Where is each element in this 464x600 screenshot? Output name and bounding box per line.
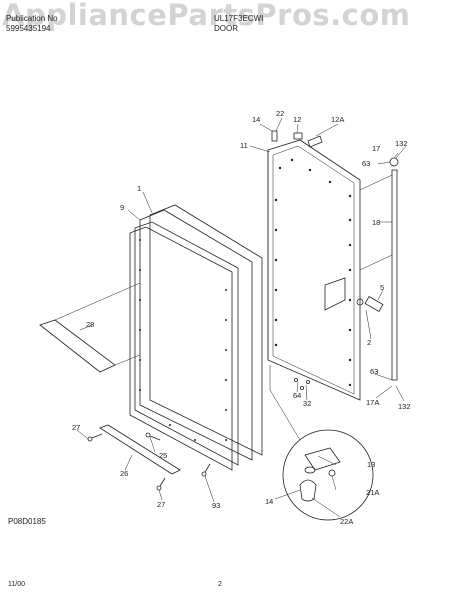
- callout-label: 17A: [366, 398, 379, 407]
- callout-label: 26: [120, 469, 128, 478]
- handle-bracket: [324, 277, 384, 313]
- callout-label: 63: [370, 367, 378, 376]
- callout-label: 32: [303, 399, 311, 408]
- callout-label: 22A: [340, 517, 353, 526]
- callout-label: 63: [362, 159, 370, 168]
- callout-label: 2: [367, 338, 371, 347]
- model-number: UL17F3ECWI: [214, 14, 264, 23]
- callout-label: 14: [265, 497, 273, 506]
- callout-label: 27: [157, 500, 165, 509]
- callout-label: 12A: [331, 115, 344, 124]
- callout-label: 21A: [366, 488, 379, 497]
- callout-label: 93: [212, 501, 220, 510]
- publication-label: Publication No: [6, 14, 58, 23]
- callout-label: 64: [293, 391, 301, 400]
- hinge-rod: [359, 169, 398, 381]
- figure-code: P08D0185: [8, 517, 46, 526]
- breaker-strip: [39, 282, 141, 373]
- callout-label: 13: [367, 460, 375, 469]
- callout-label: 17: [372, 144, 380, 153]
- callout-label: 28: [86, 320, 94, 329]
- callout-labels: 22 14 12 12A 11 17 132 63 1 9 18 28 5 2 …: [72, 109, 411, 526]
- footer-date: 11/00: [8, 581, 25, 588]
- callout-label: 12: [293, 115, 301, 124]
- callout-label: 22: [276, 109, 284, 118]
- screws: [87, 377, 310, 491]
- callout-label: 5: [380, 283, 384, 292]
- callout-label: 132: [395, 139, 408, 148]
- callout-label: 9: [120, 203, 124, 212]
- watermark-text: AppliancePartsPros.com: [2, 0, 411, 32]
- page-number: 2: [218, 581, 222, 588]
- callout-label: 18: [372, 218, 380, 227]
- callout-label: 1: [137, 184, 141, 193]
- outer-door-panel: [267, 139, 361, 401]
- publication-number: 5995435194: [6, 24, 51, 33]
- bottom-strip: [99, 424, 181, 475]
- leader-lines: [76, 117, 407, 518]
- callout-label: 27: [72, 423, 80, 432]
- callout-label: 25: [159, 451, 167, 460]
- inner-liner: [129, 204, 263, 471]
- bottom-hinge-detail: [269, 365, 374, 521]
- callout-label: 11: [240, 141, 248, 150]
- section-title: DOOR: [214, 24, 238, 33]
- callout-label: 132: [398, 402, 411, 411]
- callout-label: 14: [252, 115, 260, 124]
